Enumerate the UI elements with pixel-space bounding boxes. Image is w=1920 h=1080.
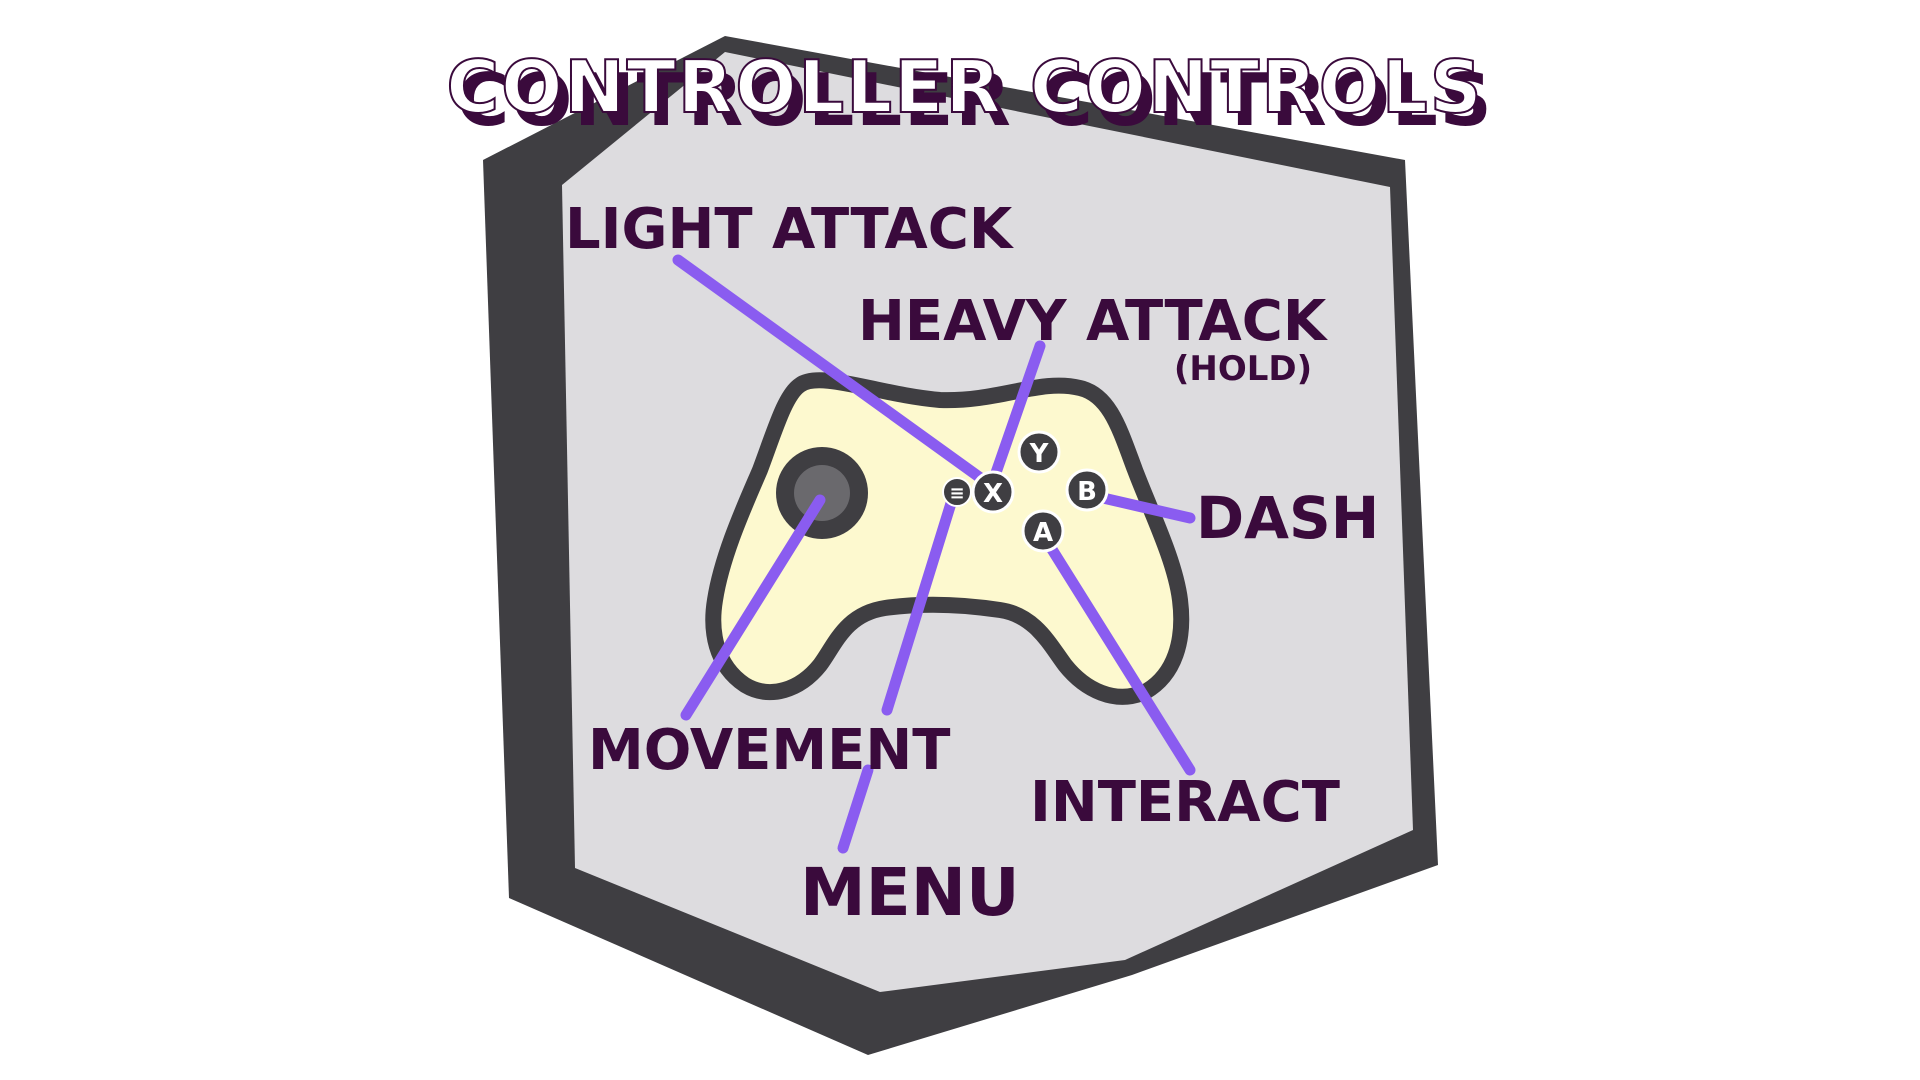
menu-leader-upper bbox=[881, 494, 958, 716]
button-a: A bbox=[1021, 509, 1065, 553]
dash-label: DASH bbox=[1196, 484, 1379, 552]
menu-label: MENU bbox=[800, 854, 1020, 931]
heavy-attack-hold-note: (HOLD) bbox=[1174, 349, 1312, 389]
title-shadow: CONTROLLER CONTROLS bbox=[456, 58, 1493, 142]
heavy-attack-label: HEAVY ATTACK bbox=[858, 289, 1329, 354]
menu-lines-icon: ≡ bbox=[942, 477, 972, 507]
button-y: Y bbox=[1017, 430, 1061, 474]
dash-leader bbox=[1084, 489, 1196, 524]
button-y-label: Y bbox=[1029, 439, 1050, 469]
light-attack-label: LIGHT ATTACK bbox=[565, 197, 1015, 262]
menu-button-glyph: ≡ bbox=[949, 483, 964, 504]
movement-label: MOVEMENT bbox=[588, 718, 950, 783]
button-b-label: B bbox=[1077, 477, 1097, 507]
title-text: CONTROLLER CONTROLS bbox=[446, 45, 1483, 129]
face-buttons: Y X B A ≡ bbox=[942, 430, 1109, 553]
page-title: CONTROLLER CONTROLS CONTROLLER CONTROLS bbox=[445, 44, 1493, 142]
light-attack-leader bbox=[672, 254, 999, 493]
leader-lines bbox=[672, 254, 1196, 854]
interact-label: INTERACT bbox=[1030, 770, 1340, 835]
button-b: B bbox=[1065, 468, 1109, 512]
button-a-label: A bbox=[1033, 518, 1053, 548]
menu-leader-lower bbox=[837, 764, 874, 854]
button-x-label: X bbox=[983, 479, 1003, 509]
heavy-attack-leader bbox=[984, 340, 1046, 496]
thumbstick-cap bbox=[794, 465, 850, 521]
movement-leader bbox=[680, 494, 826, 721]
button-x: X bbox=[971, 470, 1015, 514]
interact-leader bbox=[1037, 529, 1196, 776]
gamepad-icon bbox=[705, 372, 1190, 705]
